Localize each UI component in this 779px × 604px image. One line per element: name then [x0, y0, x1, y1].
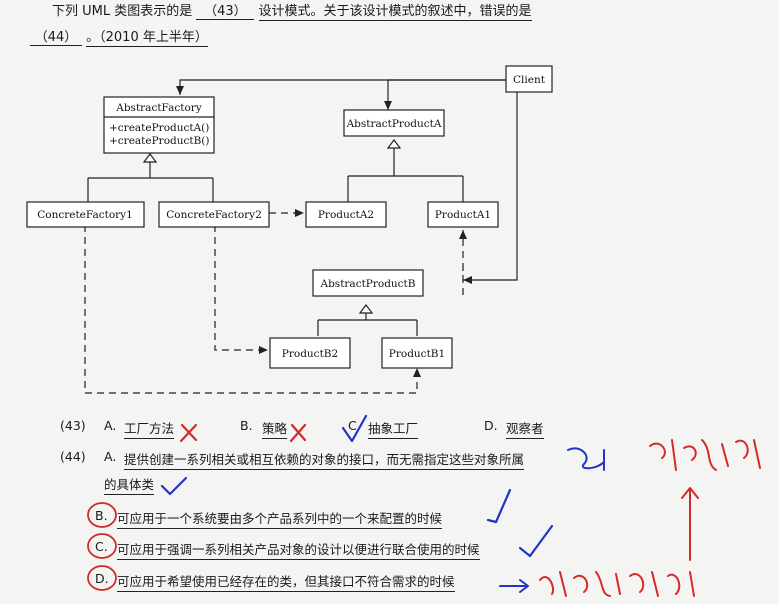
productb-generalization-triangle: [358, 304, 374, 314]
question-suffix: 关于该设计模式的叙述中，错误的是: [323, 4, 532, 21]
factory-generalization-triangle: [142, 153, 158, 163]
blank-43: （43）: [196, 0, 255, 20]
q44-a-label: A.: [104, 449, 117, 464]
concretefactory2-label: ConcreteFactory2: [166, 209, 262, 221]
abstractproductb-box: [312, 269, 424, 297]
q44-b-text: 可应用于一个系统要由多个产品系列中的一个来配置的时候: [117, 508, 443, 529]
circle-mark-icon: [87, 502, 117, 528]
productb2-box: [269, 337, 351, 369]
q44-c-text: 可应用于强调一系列相关产品对象的设计以便进行联合使用的时候: [117, 539, 480, 560]
productb1-box: [381, 337, 453, 369]
producta2-box: [305, 201, 387, 228]
circle-mark-icon: [87, 565, 117, 591]
concretefactory1-box: [26, 201, 145, 228]
q44-a-text-2: 的具体类: [104, 474, 155, 495]
af-method-b-label: +createProductB(): [109, 135, 210, 147]
producta2-label: ProductA2: [318, 209, 374, 221]
client-to-abstractproducta-line: [384, 79, 506, 110]
q44-b-label: B.: [95, 508, 108, 523]
question-prefix: 下列 UML 类图表示的是: [52, 4, 193, 19]
cross-mark-icon: [289, 423, 307, 443]
handwritten-scribble: [539, 571, 695, 597]
producta-inheritance-lines: [347, 140, 464, 202]
q43-a-text: 工厂方法: [124, 418, 175, 439]
factory-inheritance-lines: [87, 162, 214, 202]
q44-d-text: 可应用于希望使用已经存在的类，但其接口不符合需求的时候: [117, 571, 455, 592]
productb1-label: ProductB1: [389, 348, 445, 360]
q44-number: (44): [60, 449, 86, 464]
abstractfactory-label: AbstractFactory: [115, 102, 202, 114]
abstractproducta-label: AbstractProductA: [346, 118, 442, 130]
cf2-to-productb2-dependency: [214, 225, 268, 354]
check-mark-icon: [518, 524, 554, 558]
producta1-box: [427, 201, 499, 228]
cf1-to-productb1-dependency: [84, 225, 421, 394]
q44-d-label: D.: [95, 571, 109, 586]
handwritten-scribble: [567, 447, 605, 471]
producta1-label: ProductA1: [435, 209, 491, 221]
q44-a-text-1: 提供创建一系列相关或相互依赖的对象的接口，而无需指定这些对象所属: [124, 449, 525, 470]
client-box: [505, 65, 553, 93]
abstractproducta-box: [343, 109, 445, 137]
af-method-a-label: +createProductA(): [109, 122, 209, 134]
concretefactory1-label: ConcreteFactory1: [37, 209, 133, 221]
abstractfactory-box: [103, 96, 215, 154]
q43-b-label: B.: [240, 418, 253, 433]
q44-c-label: C.: [95, 539, 108, 554]
q43-d-label: D.: [484, 418, 498, 433]
check-mark-icon: [486, 488, 512, 524]
question-line-1: 下列 UML 类图表示的是 （43） 设计模式。关于该设计模式的叙述中，错误的是: [52, 0, 779, 21]
q43-c-text: 抽象工厂: [368, 418, 419, 439]
circle-mark-icon: [87, 533, 117, 559]
question-mid: 设计模式。: [258, 4, 324, 21]
question-line-2: （44） 。（2010 年上半年）: [30, 26, 779, 47]
q43-a-label: A.: [104, 418, 117, 433]
cross-mark-icon: [179, 423, 198, 443]
producta-generalization-triangle: [386, 139, 402, 149]
check-mark-icon: [160, 476, 188, 496]
q43-b-text: 策略: [262, 418, 288, 439]
arrow-icon: [681, 487, 699, 561]
client-to-abstractproductb-line: [463, 92, 518, 284]
productb2-label: ProductB2: [282, 348, 338, 360]
q43-number: (43): [60, 418, 86, 433]
blank-44: （44）: [30, 26, 82, 46]
question-year: 。（2010 年上半年）: [86, 30, 208, 47]
q43-d-text: 观察者: [506, 418, 544, 439]
uml-class-diagram: Client AbstractFactory +createProductA()…: [26, 65, 553, 394]
concretefactory2-box: [158, 201, 270, 228]
client-label: Client: [513, 74, 546, 86]
check-mark-icon: [341, 414, 368, 443]
arrow-icon: [499, 579, 529, 593]
abstractproductb-label: AbstractProductB: [320, 278, 416, 290]
handwritten-scribble: [649, 439, 761, 471]
